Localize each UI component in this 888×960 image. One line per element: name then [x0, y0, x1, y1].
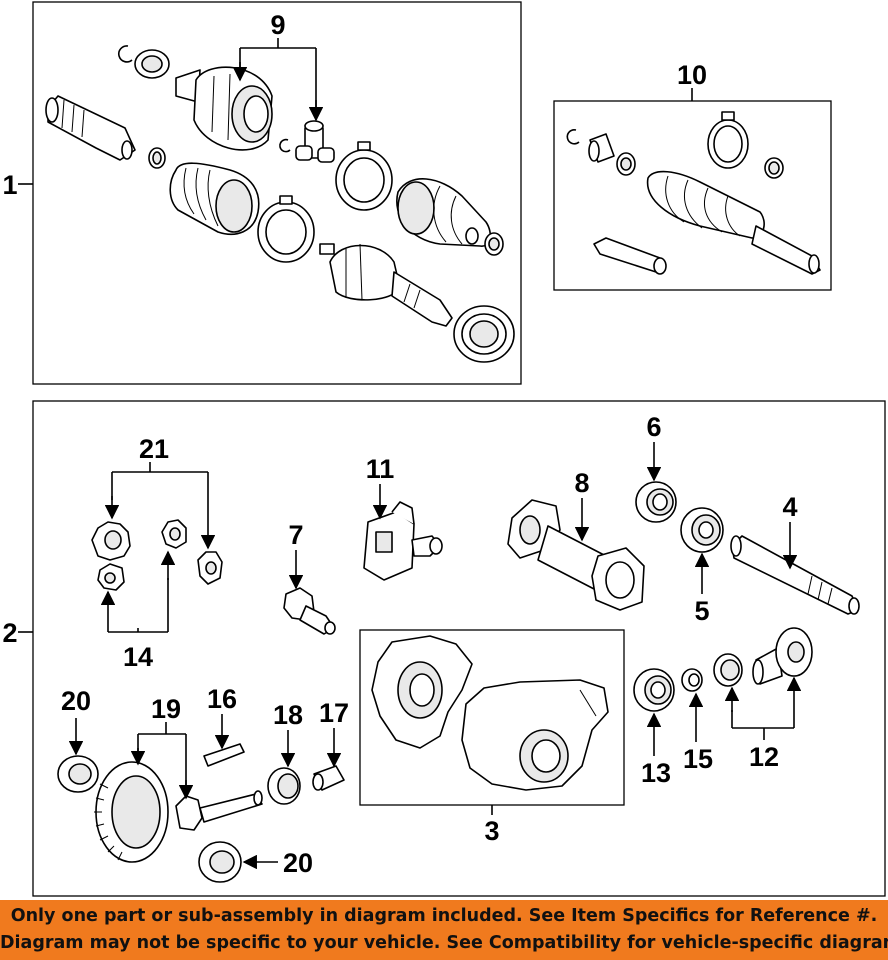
outer-cv-joint — [319, 243, 453, 327]
disclaimer-line-2: Diagram may not be specific to your vehi… — [0, 933, 888, 953]
kit-large-clamp — [707, 111, 749, 169]
oil-seal — [134, 49, 170, 79]
bearing-6 — [635, 481, 677, 523]
bearing-13 — [633, 668, 675, 712]
callout-19: 19 — [151, 694, 181, 724]
boot-clamp-large-b — [335, 141, 393, 211]
carrier-case — [461, 679, 609, 791]
parts-diagram: 9 10 1 2 21 11 6 8 4 7 5 14 20 19 16 18 … — [2, 1, 886, 897]
callout-13: 13 — [641, 758, 671, 788]
bearing-5 — [680, 507, 724, 553]
carrier-cover — [371, 635, 473, 749]
kit-small-clamp — [616, 152, 636, 176]
callout-17: 17 — [319, 698, 349, 728]
pinion-gear-a — [97, 563, 125, 591]
side-gear-c — [197, 551, 223, 585]
stub-shaft — [45, 95, 136, 161]
drive-pinion — [175, 790, 263, 831]
callout-10: 10 — [677, 60, 707, 90]
washer-15 — [681, 668, 703, 692]
leader-lines — [18, 38, 802, 870]
callout-18: 18 — [273, 700, 303, 730]
ring-gear — [94, 761, 169, 863]
inner-joint-housing — [175, 66, 273, 151]
callout-15: 15 — [683, 744, 713, 774]
callout-5: 5 — [694, 596, 709, 626]
companion-flange — [752, 627, 813, 685]
kit-bushing — [588, 133, 615, 163]
boot-clamp-large-a — [257, 195, 315, 263]
boot-clamp-outer — [484, 232, 504, 256]
boot-clamp-small — [148, 147, 166, 169]
callout-21: 21 — [139, 434, 169, 464]
output-gear-shaft — [283, 587, 336, 635]
bearing-12 — [713, 653, 743, 687]
callout-20-lower: 20 — [283, 848, 313, 878]
dust-deflector — [453, 305, 515, 363]
callout-3: 3 — [484, 816, 499, 846]
inner-joint-kit-drawing — [566, 111, 821, 275]
spacer-plate — [203, 743, 245, 767]
bearing-20-lower — [198, 841, 242, 883]
snap-ring — [118, 45, 133, 63]
axle-assembly-box — [32, 1, 522, 385]
axle-tube — [507, 499, 645, 611]
axle-assembly-drawing — [45, 45, 515, 363]
disclaimer-line-1: Only one part or sub-assembly in diagram… — [10, 906, 878, 926]
callout-20-upper: 20 — [61, 686, 91, 716]
callout-14: 14 — [123, 642, 153, 672]
kit-snap-ring — [566, 129, 580, 145]
callout-11: 11 — [366, 454, 395, 484]
kit-clamp-right — [764, 157, 784, 179]
differential-box — [32, 400, 886, 897]
callout-16: 16 — [207, 684, 237, 714]
grease-tube — [593, 237, 667, 275]
callout-12: 12 — [749, 742, 779, 772]
intermediate-shaft — [730, 535, 860, 615]
side-gear-a — [91, 521, 131, 561]
outer-boot — [396, 178, 492, 247]
callout-labels: 9 10 1 2 21 11 6 8 4 7 5 14 20 19 16 18 … — [2, 10, 797, 878]
breather-bracket — [363, 501, 443, 581]
side-gear-b — [161, 519, 187, 549]
disclaimer-banner: Only one part or sub-assembly in diagram… — [0, 900, 888, 960]
kit-boot-shaft — [646, 170, 821, 275]
callout-9: 9 — [270, 10, 285, 40]
bearing-20-upper — [57, 755, 99, 793]
callout-8: 8 — [574, 468, 589, 498]
callout-4: 4 — [782, 492, 797, 522]
callout-7: 7 — [288, 520, 303, 550]
callout-1: 1 — [2, 170, 17, 200]
collapsible-spacer — [312, 765, 345, 791]
tripod-joint — [279, 120, 335, 163]
inner-boot — [169, 162, 260, 236]
callout-6: 6 — [646, 412, 661, 442]
bearing-18 — [267, 767, 301, 805]
callout-2: 2 — [2, 618, 17, 648]
